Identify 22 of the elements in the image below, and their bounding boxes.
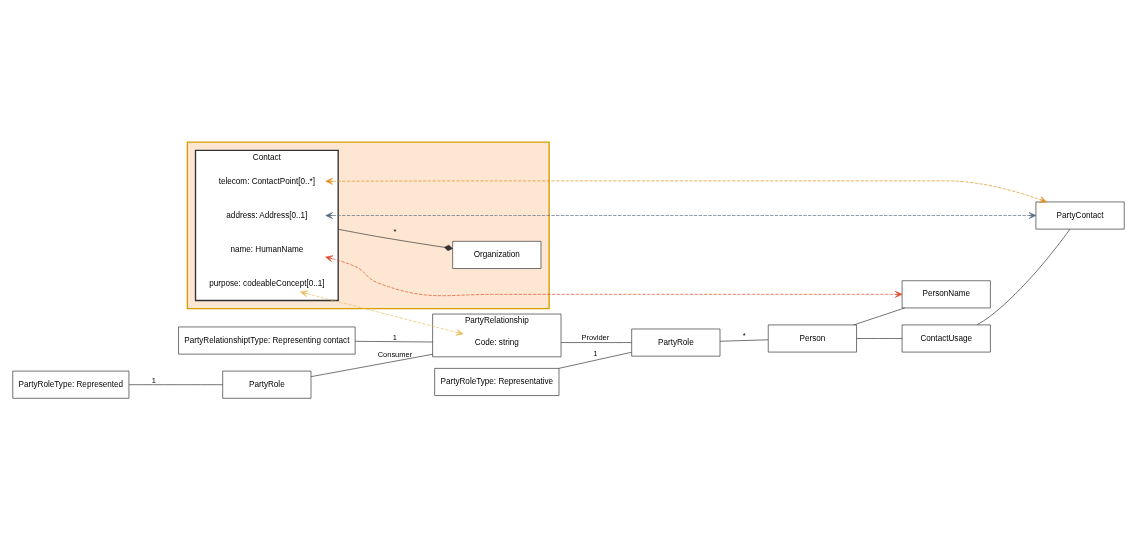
connector — [310, 353, 433, 377]
connector — [719, 339, 769, 342]
arrow — [300, 290, 464, 336]
connector — [856, 338, 903, 339]
edge-label: 1 — [151, 375, 156, 385]
connector — [853, 307, 905, 326]
edge-label: * — [393, 227, 397, 237]
arrow — [325, 255, 903, 298]
edge-label: 1 — [392, 332, 397, 342]
edge-label: 1 — [593, 349, 598, 359]
connector — [128, 384, 223, 386]
connector — [354, 341, 433, 343]
edge-label: * — [742, 331, 746, 341]
connector — [558, 351, 632, 369]
connector — [337, 228, 453, 251]
arrow — [325, 177, 1047, 203]
connector — [976, 228, 1071, 326]
edge-label: Provider — [581, 333, 610, 343]
connector — [560, 342, 632, 343]
arrow — [325, 212, 1037, 219]
cluster — [186, 141, 550, 310]
edge-label: Consumer — [377, 349, 413, 359]
